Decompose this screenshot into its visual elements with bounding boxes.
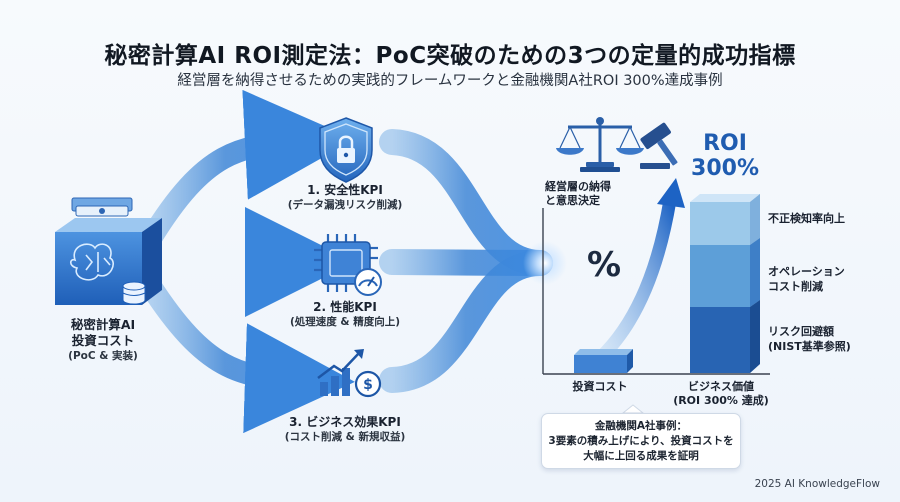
kpi-2-title: 2. 性能KPI — [313, 300, 377, 314]
convergence-glow — [523, 241, 567, 285]
kpi-1-title: 1. 安全性KPI — [307, 183, 383, 197]
kpi-1-sub: (データ漏洩リスク削減) — [287, 198, 403, 211]
kpi-3-sub: (コスト削減 & 新規収益) — [284, 430, 406, 443]
segment-label-risk: リスク回避額 (NIST基準参照) — [768, 325, 851, 355]
scale-gavel-icon — [556, 117, 678, 172]
growth-arrow — [593, 178, 685, 365]
decision-label-line1: 経営層の納得 — [545, 180, 611, 193]
flow-arrows-right — [379, 129, 553, 393]
roi-chart-axes — [542, 208, 770, 375]
case-study-callout: 金融機関A社事例： 3要素の積み上げにより、投資コストを 大幅に上回る成果を証明 — [541, 413, 741, 469]
chart-segment-risk — [690, 307, 750, 373]
flow-arrows-left — [139, 89, 355, 434]
kpi-2-sub: (処理速度 & 精度向上) — [289, 315, 401, 328]
chip-gauge-icon — [314, 234, 382, 296]
segment-label-fraud-line1: 不正検知率向上 — [768, 212, 845, 225]
source-label-line1: 秘密計算AI — [70, 317, 136, 332]
percent-symbol: % — [586, 245, 622, 285]
roi-value: 300% — [691, 156, 759, 182]
segment-label-fraud: 不正検知率向上 — [768, 212, 845, 227]
decision-label-line2: と意思決定 — [545, 194, 600, 208]
callout-line2: 3要素の積み上げにより、投資コストを — [548, 435, 734, 448]
kpi-3-title: 3. ビジネス効果KPI — [289, 415, 401, 429]
kpi-3-label: 3. ビジネス効果KPI (コスト削減 & 新規収益) — [260, 415, 430, 444]
source-label-line2: 投資コスト — [71, 333, 135, 349]
page-subtitle: 経営層を納得させるための実践的フレームワークと金融機関A社ROI 300%達成事… — [177, 73, 723, 89]
growth-chart-coin-icon: $ — [317, 349, 382, 398]
kpi-1-label: 1. 安全性KPI (データ漏洩リスク削減) — [270, 183, 420, 212]
segment-label-risk-line1: リスク回避額 — [768, 325, 834, 338]
x-label-value-line2: (ROI 300% 達成) — [673, 394, 769, 408]
page-title: 秘密計算AI ROI測定法：PoC突破のための3つの定量的成功指標 — [104, 43, 796, 69]
segment-label-operation: オペレーション コスト削減 — [768, 265, 845, 295]
chart-bar-value — [690, 194, 760, 373]
callout-line3: 大幅に上回る成果を証明 — [583, 450, 699, 463]
roi-label: ROI — [703, 131, 747, 156]
svg-text:$: $ — [363, 377, 373, 393]
segment-label-risk-line2: (NIST基準参照) — [768, 339, 851, 353]
server-brain-money-icon — [55, 197, 162, 305]
kpi-2-label: 2. 性能KPI (処理速度 & 精度向上) — [270, 300, 420, 329]
shield-lock-icon — [319, 117, 373, 183]
callout-line1: 金融機関A社事例： — [594, 420, 688, 432]
roi-badge: ROI 300% — [680, 131, 770, 182]
footer-credit: 2025 AI KnowledgeFlow — [754, 478, 880, 490]
decision-label: 経営層の納得 と意思決定 — [545, 180, 655, 209]
chart-segment-operation — [690, 245, 750, 307]
segment-label-operation-line1: オペレーション — [768, 265, 845, 278]
source-label: 秘密計算AI 投資コスト (PoC & 実装) — [48, 317, 158, 363]
x-label-cost: 投資コスト — [572, 380, 628, 393]
segment-label-operation-line2: コスト削減 — [768, 279, 823, 293]
x-label-value: ビジネス価値 (ROI 300% 達成) — [668, 380, 774, 409]
x-label-value-line1: ビジネス価値 — [688, 380, 754, 393]
chart-bar-cost — [574, 349, 633, 373]
callout-pointer — [621, 404, 645, 414]
chart-segment-fraud — [690, 202, 750, 245]
source-label-sub: (PoC & 実装) — [68, 349, 138, 362]
